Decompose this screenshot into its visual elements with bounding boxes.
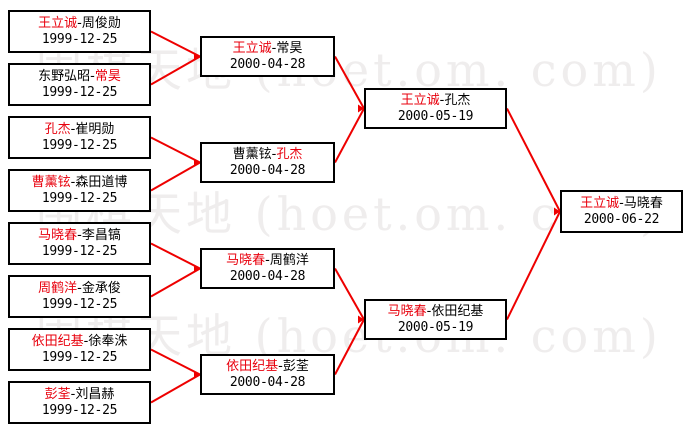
- player-separator: -: [619, 196, 624, 212]
- match-date: 1999-12-25: [41, 31, 118, 47]
- player-two: 孔杰: [444, 93, 471, 109]
- match-date: 1999-12-25: [41, 137, 118, 153]
- player-one: 王立诚: [400, 93, 440, 109]
- player-separator: -: [77, 16, 82, 32]
- player-one: 王立诚: [38, 16, 78, 32]
- player-two: 周鹤洋: [269, 253, 309, 269]
- player-two: 常昊: [276, 41, 303, 57]
- match-players: 东野弘昭-常昊: [38, 69, 121, 84]
- match-date: 1999-12-25: [41, 349, 118, 365]
- player-one: 孔杰: [44, 122, 71, 138]
- player-separator: -: [70, 175, 76, 191]
- player-separator: -: [77, 281, 82, 297]
- player-separator: -: [278, 359, 283, 375]
- player-two: 常昊: [94, 69, 121, 85]
- player-two: 崔明勋: [75, 122, 115, 138]
- player-separator: -: [271, 41, 277, 57]
- match-players: 依田纪基-徐奉洙: [32, 334, 128, 349]
- match-date: 2000-04-28: [229, 162, 306, 178]
- match-date: 2000-04-28: [229, 268, 306, 284]
- match-players: 马晓春-周鹤洋: [226, 253, 309, 268]
- player-one: 依田纪基: [31, 334, 84, 350]
- match-date: 1999-12-25: [41, 402, 118, 418]
- player-two: 依田纪基: [431, 304, 484, 320]
- player-separator: -: [70, 122, 76, 138]
- match-date: 2000-04-28: [229, 374, 306, 390]
- match-date: 1999-12-25: [41, 296, 118, 312]
- match-players: 马晓春-依田纪基: [388, 304, 484, 319]
- player-separator: -: [426, 304, 432, 320]
- player-one: 王立诚: [580, 196, 620, 212]
- match-players: 曹薰铉-孔杰: [233, 147, 303, 162]
- player-separator: -: [70, 387, 76, 403]
- player-one: 依田纪基: [226, 359, 279, 375]
- player-two: 孔杰: [276, 147, 303, 163]
- match-date: 2000-05-19: [397, 108, 474, 124]
- player-separator: -: [77, 228, 82, 244]
- match-players: 王立诚-马晓春: [580, 196, 663, 211]
- player-one: 马晓春: [387, 304, 427, 320]
- match-players: 王立诚-周俊勋: [38, 16, 121, 31]
- match-players: 彭荃-刘昌赫: [45, 387, 115, 402]
- player-one: 曹薰铉: [31, 175, 71, 191]
- match-players: 周鹤洋-金承俊: [38, 281, 121, 296]
- player-separator: -: [439, 93, 445, 109]
- player-separator: -: [271, 147, 277, 163]
- player-two: 徐奉洙: [88, 334, 128, 350]
- player-one: 彭荃: [44, 387, 71, 403]
- match-players: 孔杰-崔明勋: [45, 122, 115, 137]
- player-separator: -: [265, 253, 270, 269]
- player-two: 李昌镐: [81, 228, 121, 244]
- match-date: 1999-12-25: [41, 243, 118, 259]
- player-separator: -: [90, 69, 95, 85]
- player-separator: -: [83, 334, 89, 350]
- player-one: 曹薰铉: [232, 147, 272, 163]
- player-two: 周俊勋: [81, 16, 121, 32]
- match-players: 王立诚-常昊: [233, 41, 303, 56]
- player-two: 彭荃: [282, 359, 309, 375]
- match-date: 2000-04-28: [229, 56, 306, 72]
- player-one: 王立诚: [232, 41, 272, 57]
- match-players: 王立诚-孔杰: [401, 93, 471, 108]
- player-one: 马晓春: [38, 228, 78, 244]
- player-one: 马晓春: [226, 253, 266, 269]
- player-two: 金承俊: [81, 281, 121, 297]
- player-two: 马晓春: [623, 196, 663, 212]
- player-two: 森田道博: [75, 175, 128, 191]
- match-date: 1999-12-25: [41, 190, 118, 206]
- match-date: 1999-12-25: [41, 84, 118, 100]
- player-one: 东野弘昭: [38, 69, 91, 85]
- player-one: 周鹤洋: [38, 281, 78, 297]
- match-players: 曹薰铉-森田道博: [32, 175, 128, 190]
- player-two: 刘昌赫: [75, 387, 115, 403]
- match-date: 2000-05-19: [397, 319, 474, 335]
- match-players: 依田纪基-彭荃: [226, 359, 309, 374]
- match-players: 马晓春-李昌镐: [38, 228, 121, 243]
- match-date: 2000-06-22: [583, 211, 660, 227]
